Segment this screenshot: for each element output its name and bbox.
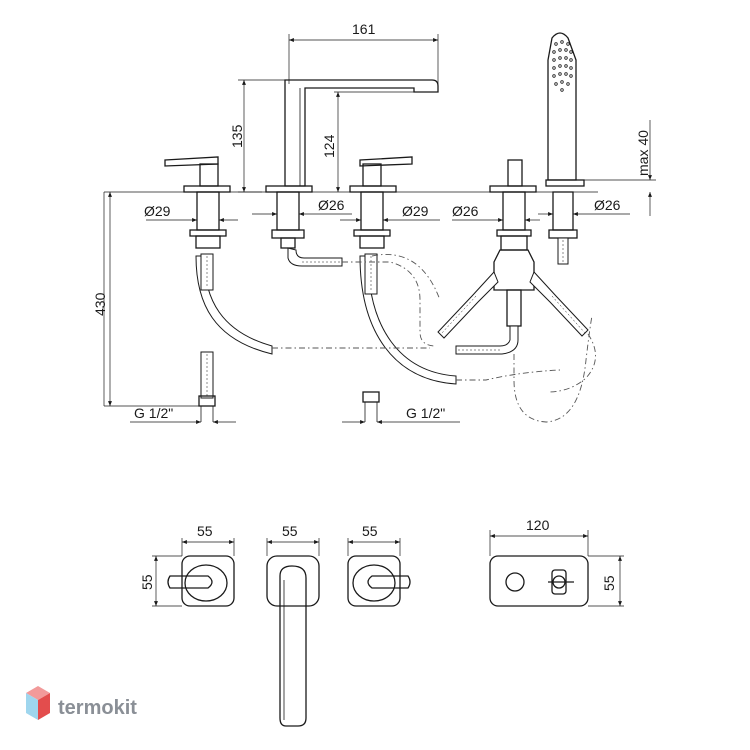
right-hose [359,253,457,422]
left-hose [195,253,273,422]
spout-side [265,79,439,267]
dim-plate-shower [489,530,624,607]
dim-label-plate-right-width: 55 [362,523,378,539]
dim-shower-max [584,120,656,216]
left-handle-side [164,156,231,249]
dim-label-spout-diameter: Ø26 [318,197,345,213]
dim-label-shower-max: max 40 [635,130,651,176]
dim-label-diverter-diameter: Ø26 [452,203,479,219]
shower-plate [489,555,589,607]
dim-label-handle-left-diameter: Ø29 [144,203,171,219]
dim-label-spout-height: 135 [229,124,245,148]
dim-plate-right [347,538,401,556]
dim-label-connection-left: G 1/2" [134,405,173,421]
left-handle-plate [167,555,235,607]
dim-label-plate-shower-height: 55 [601,575,617,591]
dim-label-plate-left-width: 55 [197,523,213,539]
dim-spout-height [238,79,290,193]
spout-plate [266,555,320,727]
dim-label-spout-length: 161 [352,21,376,37]
dim-installation-depth [103,192,200,407]
dim-label-installation-depth: 430 [92,292,108,316]
dim-plate-left [152,538,235,607]
dim-diameters [146,212,630,222]
termokit-logo: termokit [26,686,137,720]
dim-spout-length [288,34,439,84]
dim-label-plate-shower-width: 120 [526,517,550,533]
dim-label-plate-spout-width: 55 [282,523,298,539]
logo-text: termokit [58,697,137,719]
right-handle-plate [347,555,411,607]
dim-label-handle-right-diameter: Ø29 [402,203,429,219]
dim-plate-spout [266,538,320,556]
dim-label-plate-left-height: 55 [139,574,155,590]
dim-label-connection-right: G 1/2" [406,405,445,421]
dim-label-spout-clearance: 124 [321,134,337,158]
hidden-hose-paths [272,254,596,423]
cube-icon [26,686,50,720]
hand-shower-side [545,32,585,265]
dim-spout-clearance [334,91,416,192]
diverter-side [437,159,589,355]
dim-label-shower-holder-diameter: Ø26 [594,197,621,213]
